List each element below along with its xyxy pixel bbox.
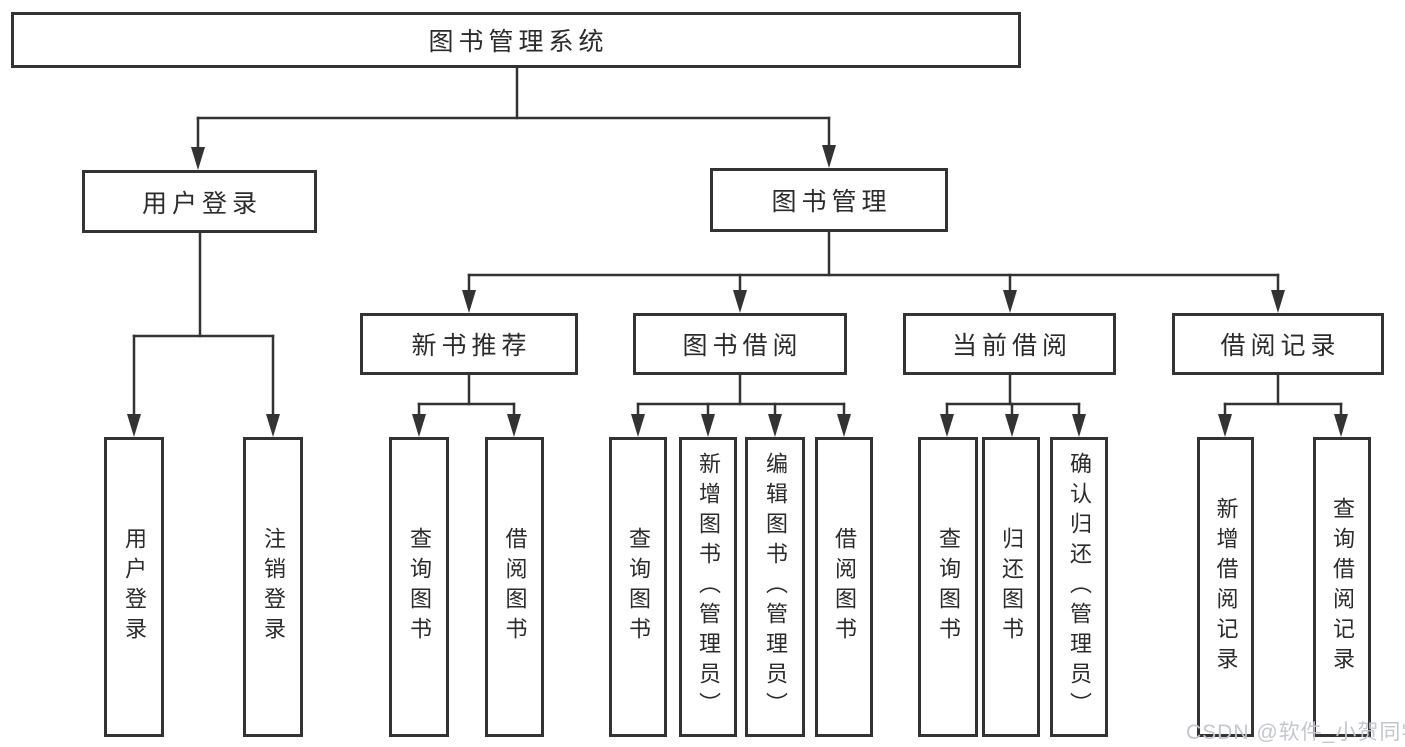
connector-root <box>191 66 836 170</box>
leaf-add-borrow-record: 新增借阅记录 <box>1197 437 1254 737</box>
node-label: 当前借阅 <box>951 332 1072 360</box>
leaf-borrow-books-recommend: 借阅图书 <box>485 437 544 737</box>
node-label: 编辑图书（管理员） <box>763 452 788 722</box>
node-book-management: 图书管理 <box>710 168 948 232</box>
node-borrowing-records: 借阅记录 <box>1172 313 1384 375</box>
leaf-query-borrow-record: 查询借阅记录 <box>1313 437 1371 737</box>
leaf-user-login: 用户登录 <box>104 437 164 737</box>
connector-book-management <box>462 230 1285 313</box>
connector-borrowing-records <box>1218 373 1348 437</box>
connector-new-book-recommend <box>412 373 521 437</box>
connector-book-borrowing <box>631 373 851 437</box>
leaf-add-books-admin: 新增图书（管理员） <box>679 437 737 737</box>
leaf-edit-books-admin: 编辑图书（管理员） <box>745 437 805 737</box>
connector-user-login <box>127 231 280 437</box>
leaf-query-books-current: 查询图书 <box>918 437 978 737</box>
node-new-book-recommend: 新书推荐 <box>360 313 578 375</box>
node-user-login: 用户登录 <box>82 170 317 233</box>
node-label: 查询图书 <box>407 527 432 647</box>
node-label: 确认归还（管理员） <box>1067 452 1092 722</box>
node-label: 借阅图书 <box>832 527 857 647</box>
leaf-logout: 注销登录 <box>243 437 303 737</box>
watermark: CSDN @软件_小贺同学 <box>1186 721 1405 744</box>
connector-current-borrowing <box>940 373 1086 437</box>
node-label: 用户登录 <box>122 527 147 647</box>
leaf-confirm-return-admin: 确认归还（管理员） <box>1050 437 1108 737</box>
node-label: 借阅图书 <box>502 527 528 647</box>
leaf-return-books: 归还图书 <box>982 437 1040 737</box>
node-label: 新书推荐 <box>411 332 532 360</box>
node-label: 图书管理 <box>771 188 892 216</box>
node-library-system: 图书管理系统 <box>11 12 1021 68</box>
node-label: 新增借阅记录 <box>1213 497 1239 677</box>
leaf-query-books-recommend: 查询图书 <box>389 437 449 737</box>
node-label: 查询图书 <box>626 527 651 647</box>
node-book-borrowing: 图书借阅 <box>633 313 847 375</box>
node-label: 用户登录 <box>141 189 262 218</box>
node-label: 查询借阅记录 <box>1330 497 1355 677</box>
node-label: 归还图书 <box>999 527 1024 647</box>
leaf-borrow-books-borrowing: 借阅图书 <box>815 437 873 737</box>
node-label: 图书借阅 <box>682 332 803 360</box>
node-label: 新增图书（管理员） <box>696 452 721 722</box>
node-current-borrowing: 当前借阅 <box>903 313 1116 375</box>
node-label: 借阅记录 <box>1220 332 1341 360</box>
leaf-query-books-borrowing: 查询图书 <box>609 437 667 737</box>
node-label: 图书管理系统 <box>428 28 609 56</box>
node-label: 注销登录 <box>261 527 286 647</box>
node-label: 查询图书 <box>936 527 961 647</box>
